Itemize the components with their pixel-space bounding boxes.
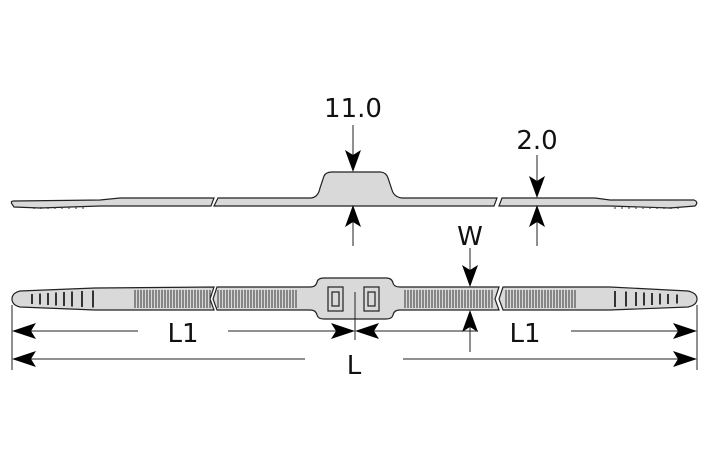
arrow-down-icon (529, 176, 545, 198)
arrow-right-icon (673, 351, 697, 367)
width-label: W (457, 222, 483, 252)
latch-pawl-left (331, 291, 340, 307)
arrow-left-icon (355, 323, 379, 339)
head-height-label: 11.0 (324, 94, 382, 124)
arrow-up-icon (462, 310, 478, 332)
arrow-left-icon (12, 323, 36, 339)
arrow-right-icon (673, 323, 697, 339)
arrow-down-icon (345, 150, 361, 172)
side-view (10, 171, 698, 209)
arrow-up-icon (529, 205, 545, 227)
latch-pawl-right (367, 291, 376, 307)
top-band-left (11, 286, 215, 311)
side-teeth (33, 207, 679, 209)
l1-left-label: L1 (167, 319, 198, 349)
dimensions: 11.0 2.0 W L1 L1 L (11, 94, 698, 381)
top-head (212, 277, 500, 320)
arrow-down-icon (462, 265, 478, 287)
side-band-right (498, 197, 698, 209)
arrow-up-icon (345, 205, 361, 227)
top-ribs (31, 290, 678, 308)
top-view (11, 277, 698, 320)
total-length-label: L (347, 351, 362, 381)
arrow-right-icon (331, 323, 355, 339)
arrow-left-icon (12, 351, 36, 367)
side-band-left (10, 197, 215, 209)
thickness-label: 2.0 (516, 126, 557, 156)
l1-right-label: L1 (509, 319, 540, 349)
side-head-band (213, 171, 498, 207)
